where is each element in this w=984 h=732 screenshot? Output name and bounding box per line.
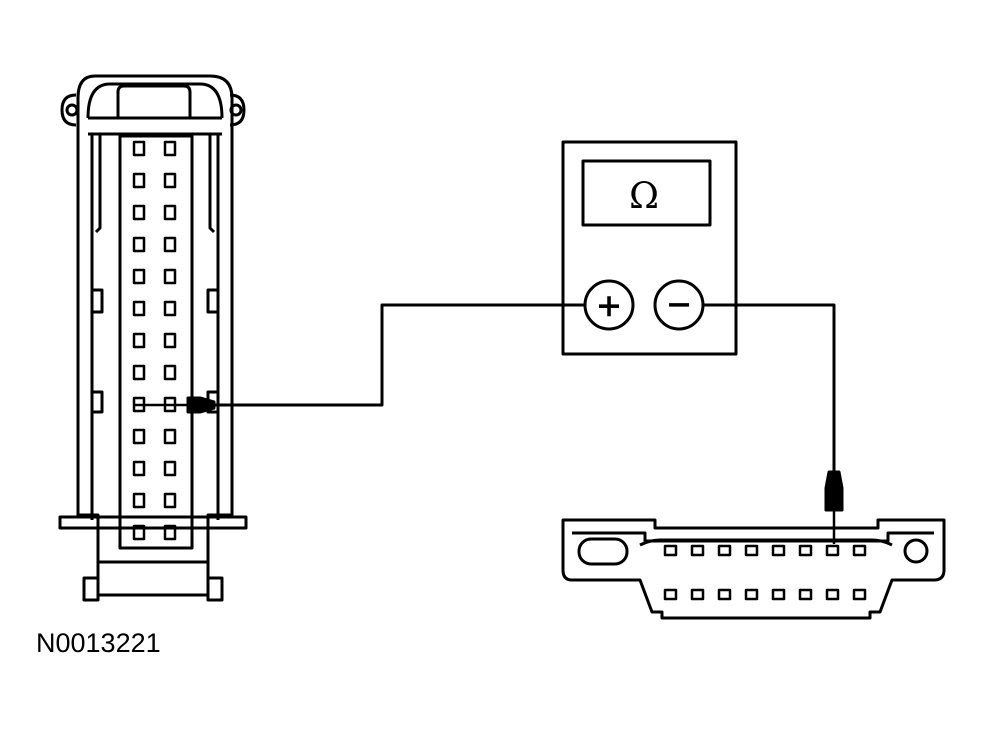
dlc-probe bbox=[824, 470, 844, 544]
dlc-mount-slot-left bbox=[577, 537, 629, 566]
connector-pin bbox=[163, 524, 177, 541]
dlc-pin bbox=[798, 588, 813, 601]
connector-pin bbox=[132, 332, 146, 349]
connector-pin bbox=[132, 268, 146, 285]
dlc-pin bbox=[663, 588, 678, 601]
connector-pin bbox=[163, 268, 177, 285]
dlc-pin bbox=[690, 544, 705, 557]
dlc-pin bbox=[744, 544, 759, 557]
connector-pin bbox=[163, 332, 177, 349]
dlc-mount-hole-right bbox=[903, 538, 929, 564]
connector-pin bbox=[132, 460, 146, 477]
connector-pin bbox=[132, 140, 146, 157]
connector-pin bbox=[163, 428, 177, 445]
connector-ear-left bbox=[60, 93, 79, 127]
ohmmeter-display bbox=[581, 159, 712, 227]
connector-pin bbox=[163, 300, 177, 317]
connector-pin bbox=[163, 172, 177, 189]
data-link-connector bbox=[561, 518, 946, 620]
positive-test-lead bbox=[212, 303, 585, 407]
connector-pin bbox=[163, 236, 177, 253]
connector-pin bbox=[163, 460, 177, 477]
ohmmeter-body bbox=[561, 140, 738, 356]
connector-pin bbox=[132, 428, 146, 445]
dlc-pin bbox=[717, 588, 732, 601]
module-connector bbox=[58, 74, 248, 602]
dlc-pin bbox=[825, 544, 840, 557]
connector-pin bbox=[132, 172, 146, 189]
ohmmeter bbox=[561, 140, 738, 356]
back-probe-pin bbox=[134, 396, 216, 414]
connector-pin bbox=[132, 236, 146, 253]
connector-pin bbox=[132, 492, 146, 509]
connector-pin bbox=[132, 364, 146, 381]
dlc-pin bbox=[771, 588, 786, 601]
dlc-pin bbox=[744, 588, 759, 601]
positive-symbol: + bbox=[596, 286, 623, 324]
dlc-pin bbox=[690, 588, 705, 601]
negative-symbol: − bbox=[666, 285, 693, 323]
dlc-pin bbox=[717, 544, 732, 557]
connector-pin bbox=[132, 204, 146, 221]
ohm-symbol: Ω bbox=[629, 176, 659, 217]
dlc-pin bbox=[852, 588, 867, 601]
connector-pin bbox=[163, 204, 177, 221]
connector-pin bbox=[163, 140, 177, 157]
dlc-pin bbox=[798, 544, 813, 557]
connector-pin bbox=[132, 300, 146, 317]
dlc-pin-rows bbox=[663, 544, 867, 601]
connector-pin bbox=[163, 492, 177, 509]
dlc-pin bbox=[852, 544, 867, 557]
connector-pin-grid bbox=[132, 140, 177, 541]
figure-id: N0013221 bbox=[36, 628, 161, 658]
dlc-pin bbox=[663, 544, 678, 557]
negative-test-lead bbox=[703, 303, 836, 478]
connector-pin bbox=[163, 364, 177, 381]
dlc-pin bbox=[771, 544, 786, 557]
dlc-pin bbox=[825, 588, 840, 601]
connector-pin bbox=[132, 524, 146, 541]
